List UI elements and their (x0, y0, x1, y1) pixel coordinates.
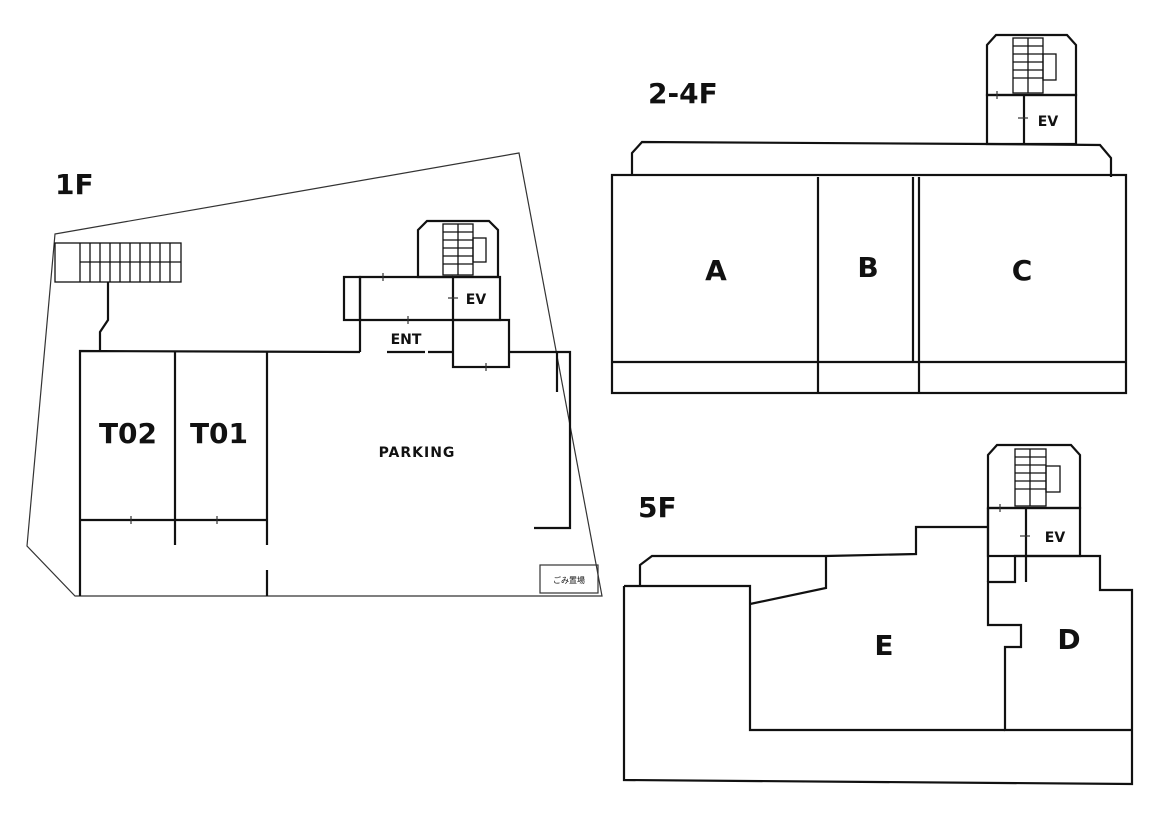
floor-1f: 1F (26, 152, 603, 597)
site-boundary (26, 152, 603, 597)
entrance-label: ENT (391, 332, 422, 348)
stair-1f-icon (442, 223, 487, 276)
floor-5f: 5F E D (622, 443, 1134, 786)
unit-d-label: D (1057, 623, 1080, 656)
building-5f-walls (622, 525, 1134, 786)
floor-2-4f-label: 2-4F (648, 77, 718, 110)
floor-5f-label: 5F (638, 491, 677, 524)
unit-c-label: C (1012, 254, 1033, 287)
outdoor-stair-icon (54, 242, 182, 283)
path-wall (98, 282, 110, 352)
unit-a-label: A (705, 254, 727, 287)
stair-2-4f-icon (1012, 37, 1057, 94)
unit-e-label: E (874, 629, 893, 662)
building-1f-walls (78, 273, 572, 596)
floor-1f-label: 1F (55, 168, 94, 201)
elevator-5f-label: EV (1045, 530, 1066, 546)
core-5f (986, 443, 1082, 582)
elevator-1f-label: EV (466, 292, 487, 308)
stair-5f-icon (1014, 448, 1061, 507)
core-2-4f (985, 33, 1078, 146)
garbage-area-label: ごみ置場 (553, 575, 585, 585)
elevator-2-4f-label: EV (1038, 114, 1059, 130)
unit-t02-label: T02 (99, 417, 157, 450)
core-1f (416, 219, 511, 371)
unit-t01-label: T01 (190, 417, 248, 450)
parking-label: PARKING (379, 445, 456, 461)
unit-b-label: B (857, 251, 878, 284)
garbage-area (539, 564, 599, 594)
floor-2-4f: 2-4F A (610, 33, 1128, 395)
